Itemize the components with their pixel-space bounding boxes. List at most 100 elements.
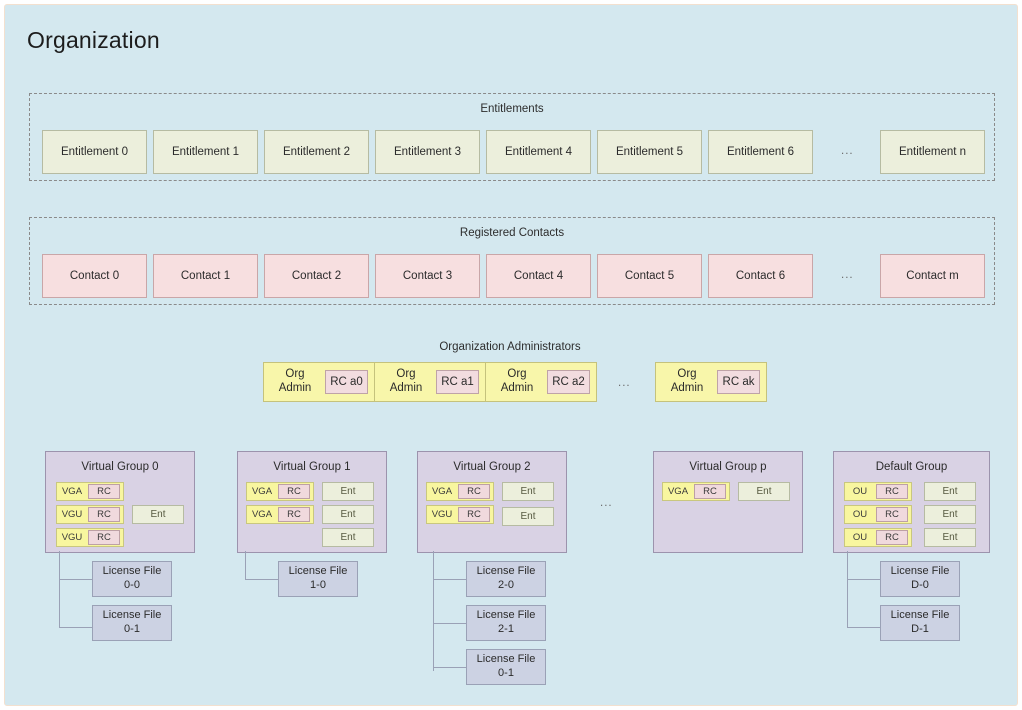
- entitlements-ellipsis: ...: [841, 145, 854, 157]
- virtual-group-1[interactable]: Virtual Group 1 VGA RC VGA RC Ent Ent En…: [237, 451, 387, 553]
- group-entitlement[interactable]: Ent: [738, 482, 790, 501]
- org-admin-card[interactable]: Org Admin RC a1: [374, 362, 486, 402]
- license-file-box[interactable]: License File 1-0: [278, 561, 358, 597]
- group-member-rc[interactable]: RC: [876, 507, 908, 522]
- group-member-role: VGA: [667, 486, 689, 497]
- group-member-rc[interactable]: RC: [88, 484, 120, 499]
- group-member-rc[interactable]: RC: [278, 507, 310, 522]
- org-admin-card[interactable]: Org Admin RC ak: [655, 362, 767, 402]
- license-file-line1: License File: [102, 565, 162, 578]
- entitlement-box[interactable]: Entitlement 0: [42, 130, 147, 174]
- contact-box[interactable]: Contact 2: [264, 254, 369, 298]
- license-file-box[interactable]: License File D-1: [880, 605, 960, 641]
- license-file-box[interactable]: License File D-0: [880, 561, 960, 597]
- connector-line: [847, 579, 880, 580]
- group-member-rc[interactable]: RC: [876, 530, 908, 545]
- license-file-box[interactable]: License File 0-0: [92, 561, 172, 597]
- license-file-box[interactable]: License File 2-0: [466, 561, 546, 597]
- group-entitlement[interactable]: Ent: [322, 505, 374, 524]
- group-member-rc[interactable]: RC: [458, 507, 490, 522]
- group-member[interactable]: VGA RC: [662, 482, 730, 501]
- license-file-line2: 1-0: [310, 579, 326, 591]
- group-member[interactable]: VGU RC: [56, 528, 124, 547]
- group-member-role: VGU: [431, 509, 453, 520]
- default-group[interactable]: Default Group OU RC OU RC OU RC Ent Ent …: [833, 451, 990, 553]
- contact-box[interactable]: Contact 0: [42, 254, 147, 298]
- group-entitlement[interactable]: Ent: [322, 528, 374, 547]
- contact-box[interactable]: Contact 4: [486, 254, 591, 298]
- entitlement-box[interactable]: Entitlement 6: [708, 130, 813, 174]
- license-file-line2: D-1: [911, 623, 929, 635]
- group-title: Virtual Group 1: [273, 461, 351, 473]
- group-member-rc[interactable]: RC: [876, 484, 908, 499]
- group-member-rc[interactable]: RC: [458, 484, 490, 499]
- group-title: Virtual Group p: [689, 461, 767, 473]
- org-admin-label: Org Admin: [500, 368, 534, 394]
- license-file-box[interactable]: License File 0-1: [92, 605, 172, 641]
- contact-box[interactable]: Contact m: [880, 254, 985, 298]
- admins-section-title: Organization Administrators: [439, 341, 581, 353]
- entitlement-box[interactable]: Entitlement 1: [153, 130, 258, 174]
- org-admin-card[interactable]: Org Admin RC a0: [263, 362, 375, 402]
- group-member-rc[interactable]: RC: [88, 507, 120, 522]
- connector-line: [59, 551, 60, 628]
- group-member[interactable]: VGA RC: [246, 482, 314, 501]
- license-file-box[interactable]: License File 0-1: [466, 649, 546, 685]
- org-admin-rc[interactable]: RC a0: [325, 370, 368, 394]
- groups-ellipsis: ...: [600, 497, 613, 509]
- org-admin-rc[interactable]: RC ak: [717, 370, 760, 394]
- group-member[interactable]: OU RC: [844, 505, 912, 524]
- org-admin-label: Org Admin: [670, 368, 704, 394]
- virtual-group-2[interactable]: Virtual Group 2 VGA RC VGU RC Ent Ent: [417, 451, 567, 553]
- license-file-line1: License File: [476, 653, 536, 666]
- contact-box[interactable]: Contact 5: [597, 254, 702, 298]
- license-file-box[interactable]: License File 2-1: [466, 605, 546, 641]
- group-entitlement[interactable]: Ent: [502, 482, 554, 501]
- group-entitlement[interactable]: Ent: [924, 528, 976, 547]
- group-member[interactable]: VGA RC: [426, 482, 494, 501]
- contact-box[interactable]: Contact 1: [153, 254, 258, 298]
- entitlement-box[interactable]: Entitlement n: [880, 130, 985, 174]
- group-entitlement[interactable]: Ent: [132, 505, 184, 524]
- contact-box[interactable]: Contact 6: [708, 254, 813, 298]
- connector-line: [59, 627, 92, 628]
- connector-line: [433, 551, 434, 671]
- connector-line: [59, 579, 92, 580]
- org-admin-label: Org Admin: [278, 368, 312, 394]
- group-member-rc[interactable]: RC: [88, 530, 120, 545]
- organization-frame: Organization Entitlements Entitlement 0 …: [4, 4, 1018, 706]
- virtual-group-0[interactable]: Virtual Group 0 VGA RC VGU RC VGU RC Ent: [45, 451, 195, 553]
- contact-box[interactable]: Contact 3: [375, 254, 480, 298]
- license-file-line2: 0-1: [124, 623, 140, 635]
- group-entitlement[interactable]: Ent: [924, 482, 976, 501]
- connector-line: [847, 627, 880, 628]
- group-entitlement[interactable]: Ent: [322, 482, 374, 501]
- virtual-group-p[interactable]: Virtual Group p VGA RC Ent: [653, 451, 803, 553]
- entitlement-box[interactable]: Entitlement 4: [486, 130, 591, 174]
- group-member[interactable]: OU RC: [844, 528, 912, 547]
- group-member[interactable]: OU RC: [844, 482, 912, 501]
- entitlement-box[interactable]: Entitlement 3: [375, 130, 480, 174]
- group-member-rc[interactable]: RC: [694, 484, 726, 499]
- org-admin-rc[interactable]: RC a1: [436, 370, 479, 394]
- org-admin-card[interactable]: Org Admin RC a2: [485, 362, 597, 402]
- group-member[interactable]: VGA RC: [246, 505, 314, 524]
- connector-line: [433, 579, 466, 580]
- license-file-line1: License File: [102, 609, 162, 622]
- license-file-line2: 2-0: [498, 579, 514, 591]
- org-admin-label: Org Admin: [389, 368, 423, 394]
- contacts-section: Registered Contacts: [29, 217, 995, 305]
- group-member[interactable]: VGA RC: [56, 482, 124, 501]
- group-member[interactable]: VGU RC: [426, 505, 494, 524]
- org-admin-rc[interactable]: RC a2: [547, 370, 590, 394]
- group-member[interactable]: VGU RC: [56, 505, 124, 524]
- entitlement-box[interactable]: Entitlement 5: [597, 130, 702, 174]
- page-title: Organization: [27, 27, 160, 53]
- group-title: Default Group: [875, 461, 948, 473]
- contacts-section-title: Registered Contacts: [459, 227, 565, 239]
- group-member-rc[interactable]: RC: [278, 484, 310, 499]
- entitlement-box[interactable]: Entitlement 2: [264, 130, 369, 174]
- group-entitlement[interactable]: Ent: [924, 505, 976, 524]
- group-entitlement[interactable]: Ent: [502, 507, 554, 526]
